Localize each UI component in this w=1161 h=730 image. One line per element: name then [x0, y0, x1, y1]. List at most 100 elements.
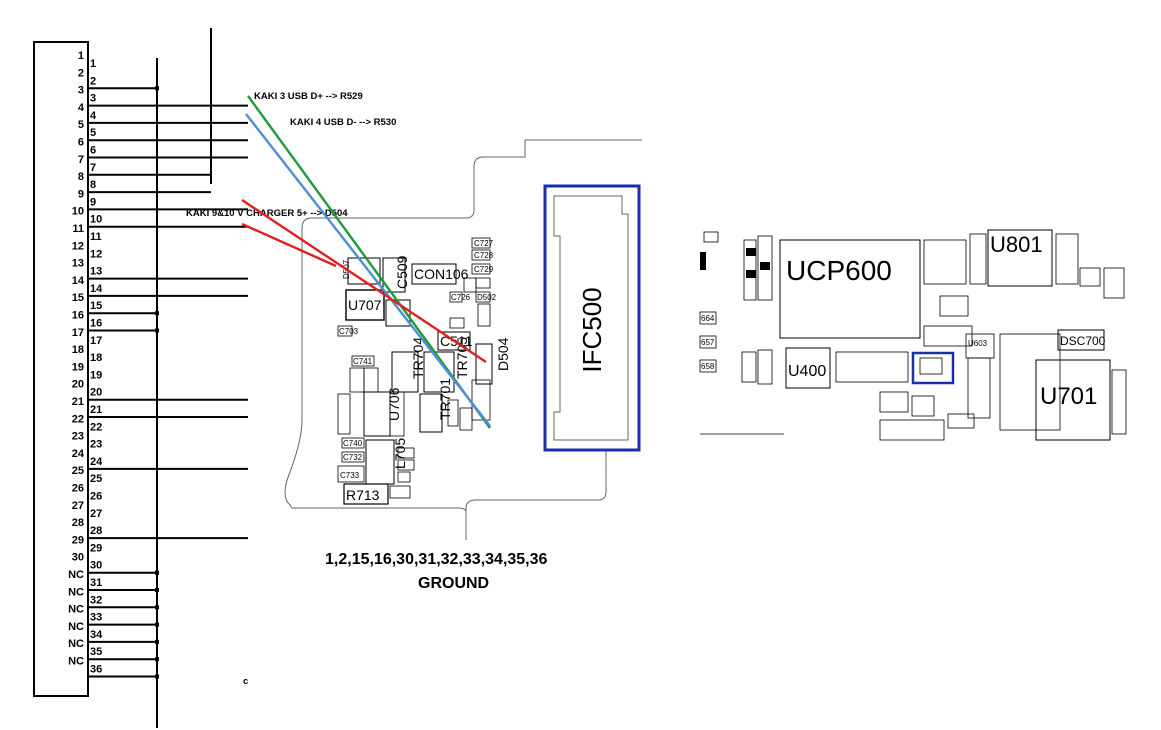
pin-label-right: 14 — [90, 283, 103, 295]
ifc500-highlight — [543, 184, 641, 452]
svg-text:C728: C728 — [474, 251, 494, 260]
pin-label-right: 30 — [90, 560, 102, 572]
pin-label-right: 33 — [90, 612, 102, 624]
ground-pins-note: 1,2,15,16,30,31,32,33,34,35,36 — [325, 551, 548, 568]
svg-text:C729: C729 — [474, 265, 494, 274]
pin-label-right: 17 — [90, 335, 102, 347]
pin-label-left: 20 — [72, 379, 84, 391]
pin-label-left: 26 — [72, 483, 84, 495]
pin-label-right: 21 — [90, 404, 102, 416]
wire-usb-dminus — [245, 113, 491, 427]
pin-label-left: 10 — [72, 206, 84, 218]
pin-lines — [88, 86, 248, 679]
pin-labels-right: 1234567891011121314151617181920212223242… — [90, 58, 103, 676]
pin-label-right: 23 — [90, 439, 102, 451]
pin-label-left: 22 — [72, 413, 84, 425]
svg-text:C727: C727 — [474, 239, 494, 248]
svg-text:C733: C733 — [340, 471, 360, 480]
pin-label-left: 8 — [78, 171, 84, 183]
pin-label-right: 9 — [90, 196, 96, 208]
pin-label-left: 3 — [78, 85, 84, 97]
wire-charger-b — [241, 222, 337, 268]
pin-label-left: 9 — [78, 188, 84, 200]
pin-label-left: 18 — [72, 344, 84, 356]
pin-label-right: 5 — [90, 127, 96, 139]
svg-text:CON106: CON106 — [414, 266, 469, 282]
pin-label-left: 19 — [72, 361, 84, 373]
pin-label-right: 31 — [90, 577, 102, 589]
pin-label-left: 17 — [72, 327, 84, 339]
svg-text:DSC700: DSC700 — [1060, 334, 1106, 348]
pin-label-left: NC — [68, 621, 84, 633]
pin-label-left: 23 — [72, 431, 84, 443]
pin-label-left: 16 — [72, 310, 84, 322]
pin-label-right: 13 — [90, 266, 102, 278]
u701-label: U701 — [1040, 383, 1097, 410]
pin-label-left: NC — [68, 586, 84, 598]
pin-label-right: 36 — [90, 664, 102, 676]
pin-label-right: 29 — [90, 542, 102, 554]
charger-note: KAKI 9&10 V CHARGER 5+ --> D504 — [186, 208, 348, 219]
svg-text:C741: C741 — [353, 357, 373, 366]
wires — [241, 95, 491, 429]
pin-label-left: 6 — [78, 137, 84, 149]
svg-text:D502: D502 — [477, 293, 497, 302]
board-outline — [284, 140, 607, 540]
stray-char: c — [243, 676, 248, 687]
pin-label-right: 12 — [90, 248, 102, 260]
pin-label-right: 28 — [90, 525, 102, 537]
board-left-components: D507 C509 CON106 U707 C726 C727 C728 C72… — [337, 237, 511, 505]
pin-label-right: 8 — [90, 179, 96, 191]
highlight-box — [911, 351, 955, 385]
pin-label-right: 20 — [90, 387, 102, 399]
svg-text:657: 657 — [701, 338, 715, 347]
wire-charger-a — [241, 199, 487, 363]
pin-label-left: 11 — [72, 223, 84, 235]
ifc500-connector: IFC500 — [543, 184, 641, 452]
pin-label-right: 2 — [90, 75, 96, 87]
svg-text:R713: R713 — [346, 487, 380, 503]
pin-label-left: 25 — [72, 465, 84, 477]
svg-text:D504: D504 — [495, 337, 511, 371]
pin-label-right: 22 — [90, 421, 102, 433]
pin-label-left: NC — [68, 638, 84, 650]
pin-label-right: 19 — [90, 369, 102, 381]
svg-text:U707: U707 — [348, 297, 382, 313]
pin-label-left: NC — [68, 604, 84, 616]
ucp600-label: UCP600 — [786, 255, 892, 286]
pin-label-right: 1 — [90, 58, 96, 70]
svg-text:664: 664 — [701, 314, 715, 323]
board-right: UCP600 U801 664 657 658 U400 U603 DSC700… — [699, 229, 1127, 441]
pin-label-right: 18 — [90, 352, 102, 364]
pin-label-right: 25 — [90, 473, 102, 485]
pin-label-left: NC — [68, 569, 84, 581]
pin-label-right: 11 — [90, 231, 102, 243]
board-left: D507 C509 CON106 U707 C726 C727 C728 C72… — [284, 139, 642, 540]
pin-label-left: 24 — [72, 448, 85, 460]
pin-label-left: 2 — [78, 67, 84, 79]
pin-label-left: 15 — [72, 292, 84, 304]
pin-label-right: 3 — [90, 93, 96, 105]
svg-text:658: 658 — [701, 362, 715, 371]
pin-labels-left: 1234567891011121314151617181920212223242… — [68, 50, 85, 668]
svg-text:C740: C740 — [343, 439, 363, 448]
usb-dplus-note: KAKI 3 USB D+ --> R529 — [254, 91, 363, 102]
connector-pinout: 1234567891011121314151617181920212223242… — [33, 28, 248, 728]
pin-label-left: NC — [68, 656, 84, 668]
svg-text:C732: C732 — [343, 453, 363, 462]
pin-label-left: 4 — [78, 102, 85, 114]
u400-label: U400 — [788, 363, 826, 380]
pin-label-right: 27 — [90, 508, 102, 520]
pin-label-right: 7 — [90, 162, 96, 174]
pin-label-right: 26 — [90, 491, 102, 503]
svg-text:C703: C703 — [339, 327, 359, 336]
svg-text:U603: U603 — [968, 339, 988, 348]
pin-label-left: 27 — [72, 500, 84, 512]
pin-label-right: 35 — [90, 646, 102, 658]
pin-label-right: 15 — [90, 300, 102, 312]
svg-text:TR701: TR701 — [437, 378, 453, 420]
pin-label-left: 1 — [78, 50, 84, 62]
pin-label-left: 7 — [78, 154, 84, 166]
svg-text:C726: C726 — [451, 293, 471, 302]
